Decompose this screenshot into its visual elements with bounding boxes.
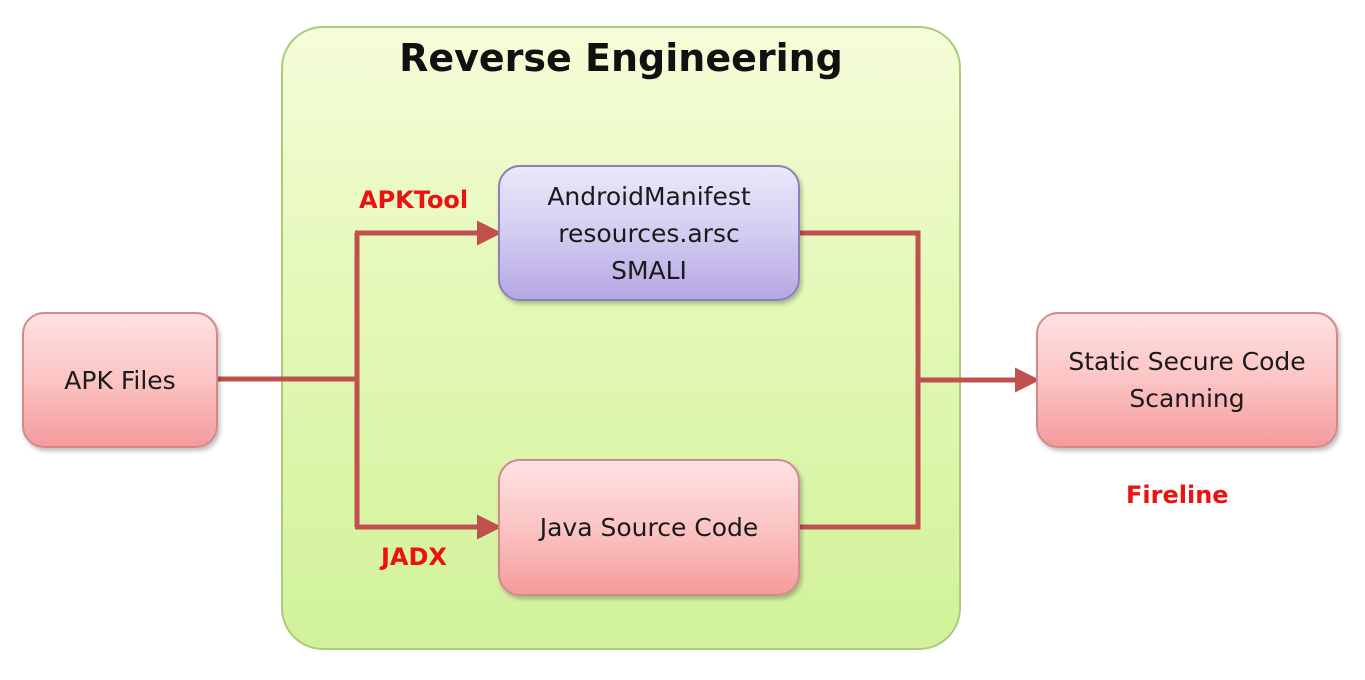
- node-java-source-code-label: Java Source Code: [539, 513, 759, 542]
- manifest-line-3: SMALI: [611, 255, 687, 285]
- group-title: Reverse Engineering: [399, 36, 843, 80]
- node-java-source-code: Java Source Code: [498, 459, 800, 596]
- edge-manifest-to-merge: [800, 230, 921, 381]
- label-apktool: APKTool: [359, 186, 469, 214]
- label-fireline: Fireline: [1126, 481, 1229, 509]
- label-jadx: JADX: [381, 543, 447, 571]
- scanning-line-2: Scanning: [1129, 384, 1245, 413]
- edge-java-to-merge: [800, 379, 921, 530]
- node-apk-files-label: APK Files: [64, 365, 176, 395]
- scanning-line-1: Static Secure Code: [1068, 347, 1306, 376]
- node-apk-files: APK Files: [22, 312, 218, 448]
- node-android-manifest: AndroidManifest resources.arsc SMALI: [498, 165, 800, 301]
- node-static-secure-code-scanning: Static Secure Code Scanning: [1036, 312, 1338, 448]
- manifest-line-1: AndroidManifest: [547, 181, 751, 211]
- manifest-line-2: resources.arsc: [558, 218, 740, 248]
